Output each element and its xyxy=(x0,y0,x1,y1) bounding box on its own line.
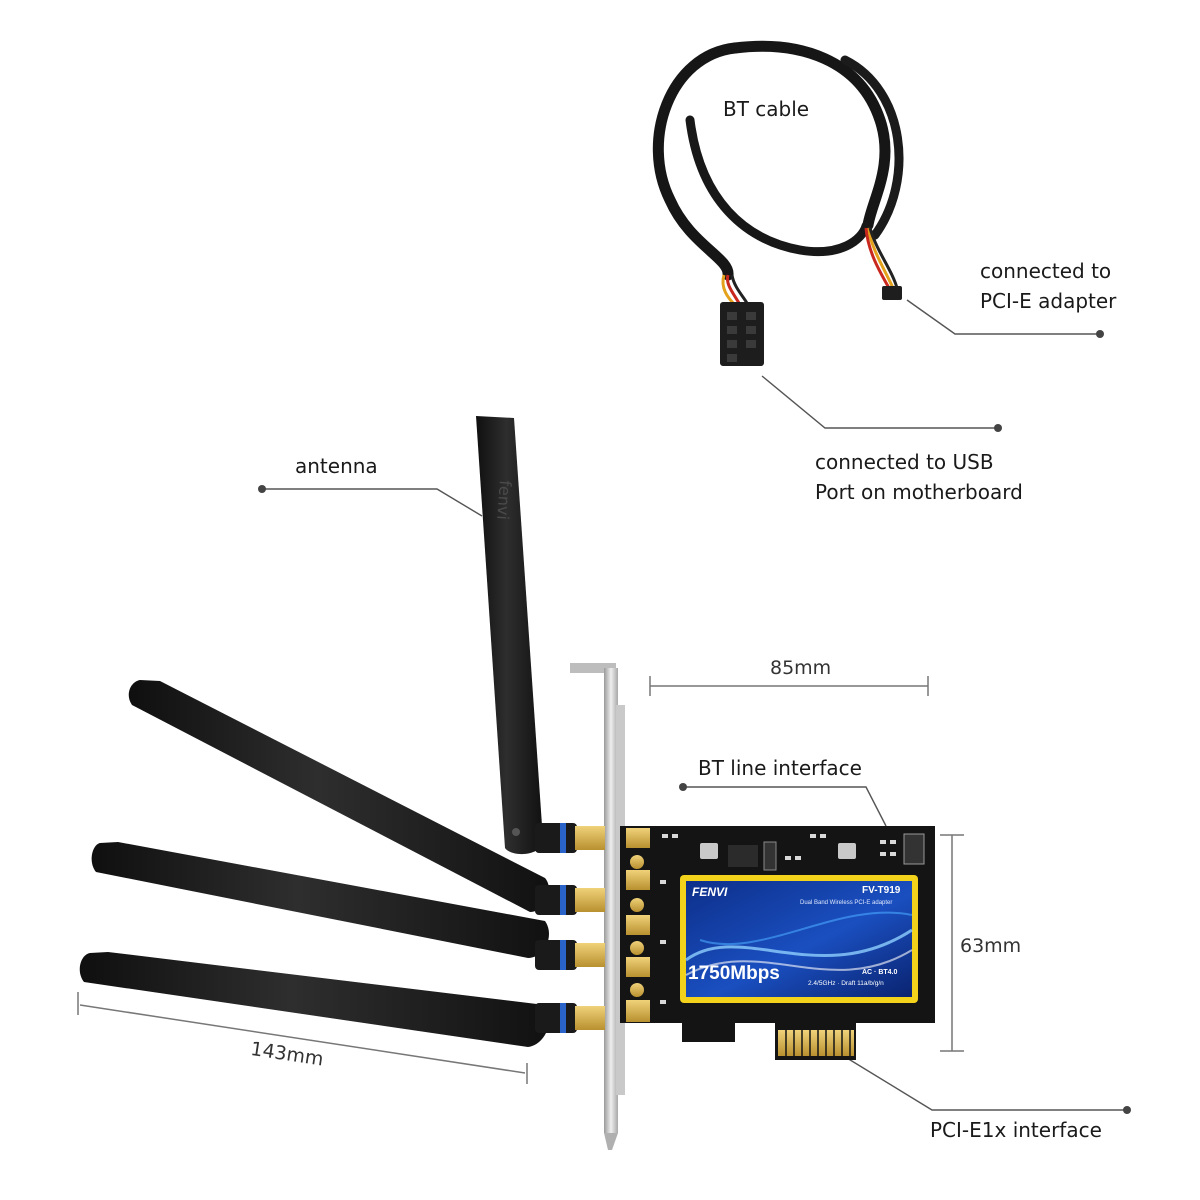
card-tagline: Dual Band Wireless PCI-E adapter xyxy=(800,900,893,906)
antenna-vertical xyxy=(476,416,543,855)
card-spec-line1: AC · BT4.0 xyxy=(862,969,898,976)
antenna-angled-3 xyxy=(79,952,550,1047)
antenna-angled-2 xyxy=(91,842,549,958)
bt-line-interface-label: BT line interface xyxy=(698,756,862,780)
usb-label-line1: connected to USB xyxy=(815,450,994,474)
leader-dots xyxy=(258,330,1131,1114)
bt-cable xyxy=(652,40,904,366)
pcb-components xyxy=(660,833,925,1004)
antenna-pads xyxy=(626,828,650,1022)
card-spec-line2: 2.4/5GHz · Draft 11a/b/g/n xyxy=(808,980,884,987)
leader-lines xyxy=(264,299,1127,1111)
dimension-antenna-line xyxy=(77,992,528,1084)
pcie-adapter-label-line1: connected to xyxy=(980,259,1112,283)
pcie-adapter-label-line2: PCI-E adapter xyxy=(980,289,1117,313)
pcie-gold-fingers xyxy=(778,1030,854,1056)
usb-label-line2: Port on motherboard xyxy=(815,480,1023,504)
card-model: FV-T919 xyxy=(862,885,901,896)
card-brand: FENVI xyxy=(692,885,728,899)
product-sticker xyxy=(680,875,918,1003)
sma-connectors xyxy=(535,823,605,1033)
antenna-brand-text: fenvi xyxy=(493,480,515,521)
antenna-label: antenna xyxy=(295,454,378,478)
dimension-height-line xyxy=(940,834,964,1052)
dimension-width-line xyxy=(649,676,929,696)
pcie-interface-label: PCI-E1x interface xyxy=(930,1118,1102,1142)
usb-header-connector xyxy=(720,302,764,366)
height-dimension-label: 63mm xyxy=(960,935,1022,957)
small-connector xyxy=(882,286,902,300)
card-speed: 1750Mbps xyxy=(688,963,780,984)
width-dimension-label: 85mm xyxy=(770,657,832,679)
bt-header-port xyxy=(903,833,925,865)
antenna-angled-1 xyxy=(128,680,550,912)
bt-cable-label: BT cable xyxy=(723,97,810,121)
pcie-card xyxy=(620,826,935,1060)
